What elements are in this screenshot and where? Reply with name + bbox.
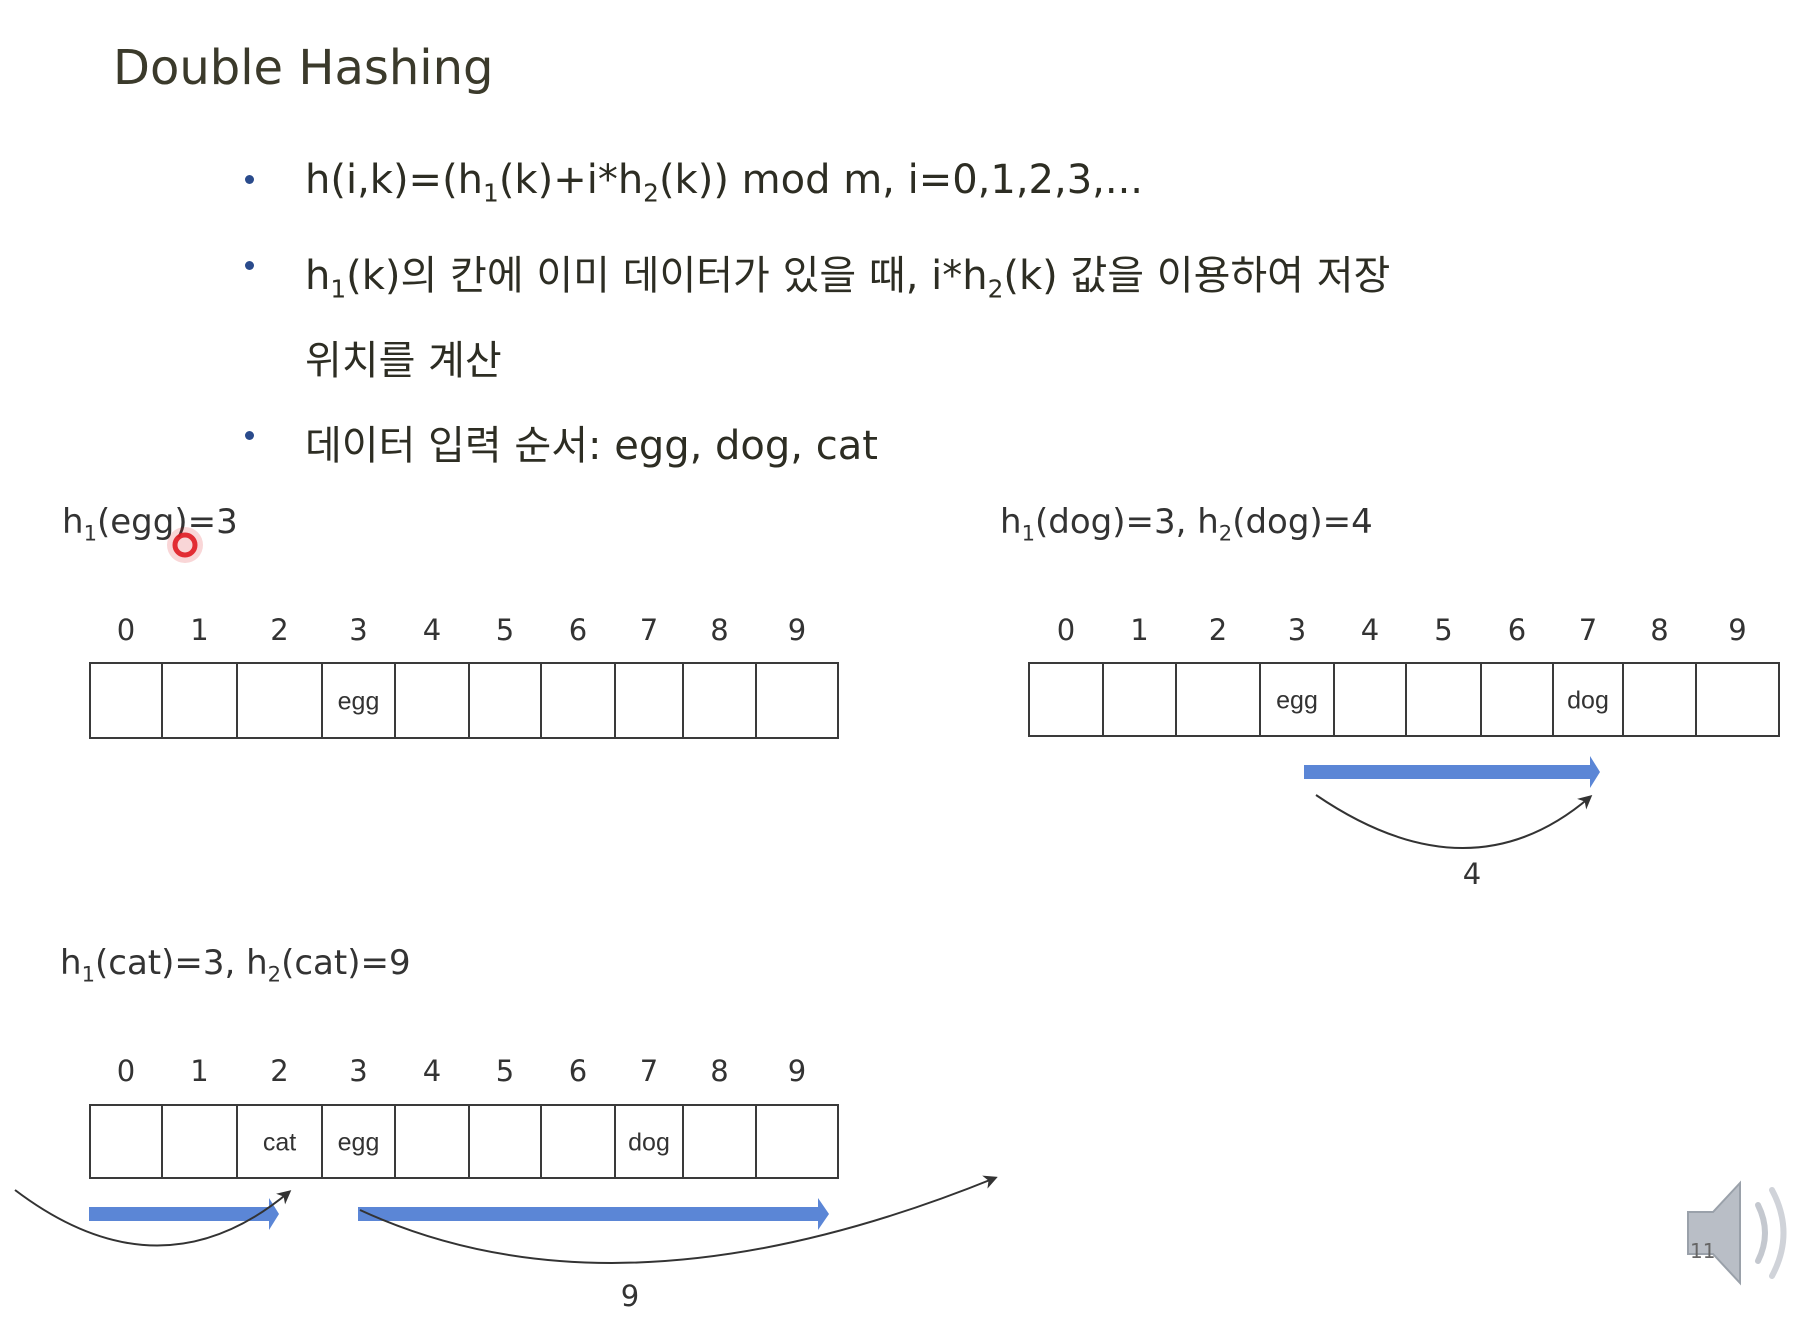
slot-index: 8 — [710, 1054, 728, 1088]
table-border — [89, 1104, 839, 1179]
slot-index: 6 — [569, 1054, 587, 1088]
probe-arrow-dog: 4 — [1304, 756, 1600, 891]
slot-index: 6 — [1508, 613, 1526, 647]
slot-index: 1 — [1130, 613, 1148, 647]
curved-step-arrow — [359, 1175, 998, 1264]
slot-index: 3 — [349, 613, 367, 647]
hash-table-dog: 0 1 2 3 egg 4 5 6 7 dog 8 9 — [1028, 613, 1780, 737]
bullet-dot — [245, 261, 254, 270]
slide-title: Double Hashing — [113, 40, 494, 96]
slot-index: 9 — [788, 1054, 806, 1088]
blue-arrow-head — [1590, 756, 1600, 788]
slot-index: 8 — [1650, 613, 1668, 647]
cell-value: egg — [338, 688, 380, 716]
cursor-marker-icon — [167, 527, 203, 563]
blue-arrow-head-right — [818, 1198, 829, 1230]
slot-index: 1 — [190, 1054, 208, 1088]
slot-index: 8 — [710, 613, 728, 647]
hash-table-egg: 0 1 2 3 egg 4 5 6 7 8 9 — [89, 613, 839, 739]
slot-index: 2 — [270, 613, 288, 647]
slot-index: 1 — [190, 613, 208, 647]
slot-index: 3 — [349, 1054, 367, 1088]
slot-index: 7 — [640, 1054, 658, 1088]
caption-dog: h1(dog)=3, h2(dog)=4 — [1000, 502, 1373, 546]
bullet-input-order: 데이터 입력 순서: egg, dog, cat — [245, 413, 878, 471]
probe-arrow-cat: 9 — [14, 1175, 998, 1313]
slot-index: 2 — [1209, 613, 1227, 647]
slot-index: 4 — [1361, 613, 1379, 647]
slot-index: 2 — [270, 1054, 288, 1088]
curved-step-arrow — [1315, 794, 1593, 849]
slot-index: 0 — [117, 1054, 135, 1088]
slot-index: 6 — [569, 613, 587, 647]
bullet-dot — [245, 431, 254, 440]
bullet-dot — [245, 175, 254, 184]
table-border — [89, 662, 839, 739]
table-border — [1028, 662, 1780, 737]
cell-value: dog — [1567, 687, 1609, 715]
blue-arrow-shaft — [1304, 765, 1590, 779]
step-label-dog: 4 — [1463, 857, 1481, 891]
slot-index: 4 — [423, 613, 441, 647]
cell-value: dog — [628, 1129, 670, 1157]
page-number: 11 — [1690, 1239, 1715, 1263]
caption-egg: h1(egg)=3 — [62, 502, 238, 546]
slot-index: 9 — [1728, 613, 1746, 647]
cell-value: cat — [263, 1129, 296, 1157]
bullet-formula: h(i,k)=(h1(k)+i*h2(k)) mod m, i=0,1,2,3,… — [245, 157, 1143, 208]
bullet-explanation-continuation: 위치를 계산 — [305, 338, 502, 384]
hash-table-cat: 0 1 2 cat 3 egg 4 5 6 7 dog 8 9 — [89, 1054, 839, 1179]
slot-index: 3 — [1288, 613, 1306, 647]
slot-index: 7 — [1579, 613, 1597, 647]
slot-index: 0 — [117, 613, 135, 647]
slot-index: 0 — [1057, 613, 1075, 647]
caption-cat: h1(cat)=3, h2(cat)=9 — [60, 943, 411, 987]
step-label-cat: 9 — [621, 1279, 639, 1313]
slot-index: 7 — [640, 613, 658, 647]
bullet-explanation: h1(k)의 칸에 이미 데이터가 있을 때, i*h2(k) 값을 이용하여 … — [245, 243, 1390, 304]
slot-index: 4 — [423, 1054, 441, 1088]
speaker-icon[interactable]: 11 — [1687, 1180, 1787, 1286]
slot-index: 5 — [496, 613, 514, 647]
cell-value: egg — [1276, 687, 1318, 715]
slot-index: 5 — [1434, 613, 1452, 647]
blue-arrow-shaft-left — [89, 1207, 269, 1221]
curved-wrap-arrow — [14, 1189, 292, 1247]
slot-index: 9 — [788, 613, 806, 647]
cell-value: egg — [338, 1129, 380, 1157]
slot-index: 5 — [496, 1054, 514, 1088]
blue-arrow-shaft-right — [358, 1207, 818, 1221]
